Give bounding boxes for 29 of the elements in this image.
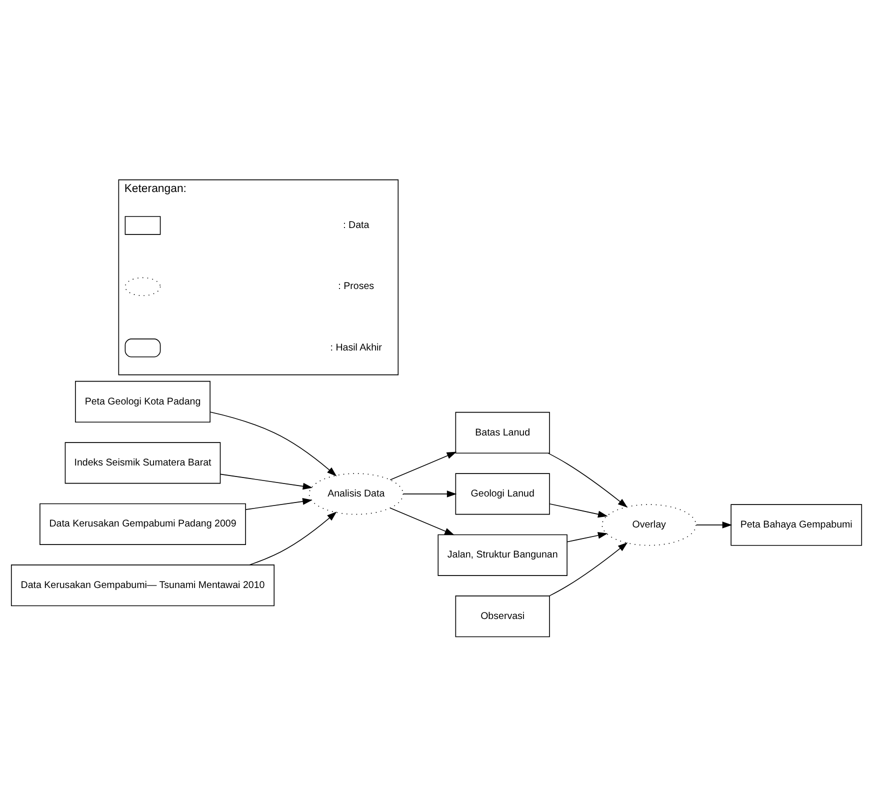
arrow [549,503,608,518]
arrow [245,498,312,510]
legend-label: : Data [343,220,370,232]
node-box: Batas Lanud [455,412,550,454]
node-box: Data Kerusakan Gempabumi Padang 2009 [40,503,246,545]
node-ellipse: Analisis Data [308,473,404,515]
node-box [124,216,161,235]
arrow [220,474,313,490]
node-box: Observasi [455,596,550,638]
node-box: Peta Bahaya Gempabumi [730,504,862,546]
arrow [696,522,732,528]
arrow [210,412,337,476]
arrow [390,452,457,480]
node-box: Geologi Lanud [455,473,550,515]
node-box: Data Kerusakan Gempabumi— Tsunami Mentawai 2010 [10,564,275,606]
node-rounded [124,338,161,358]
node-box: Jalan, Struktur Bangunan [438,534,568,576]
node-box: Peta Geologi Kota Padang [75,380,210,423]
node-ellipse: Overlay [602,504,696,546]
node-box: Indeks Seismik Sumatera Barat [64,442,221,484]
arrow [390,508,454,536]
arrow [249,512,337,566]
legend-label: : Hasil Akhir [330,342,382,354]
arrow [549,542,628,596]
arrow [566,532,608,542]
arrow [548,452,628,508]
arrow [402,490,457,498]
legend-label: : Proses [338,281,374,292]
node-ellipse [124,277,161,296]
